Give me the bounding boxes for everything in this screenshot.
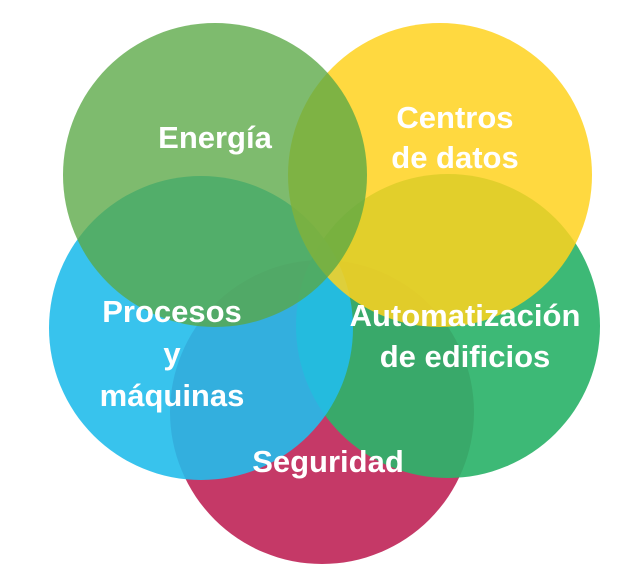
- procesos-label-line-3: máquinas: [100, 378, 245, 413]
- procesos-label-line-1: Procesos: [102, 294, 242, 329]
- seguridad-label: Seguridad: [252, 444, 404, 479]
- energia-circle: [63, 23, 367, 327]
- energia-label: Energía: [158, 120, 272, 155]
- automatizacion-label-line-1: Automatización: [350, 298, 581, 333]
- centros-label-line-2: de datos: [391, 140, 518, 175]
- centros-circle: [288, 23, 592, 327]
- procesos-label-line-2: y: [163, 336, 181, 371]
- automatizacion-label-line-2: de edificios: [380, 339, 551, 374]
- centros-label-line-1: Centros: [396, 100, 513, 135]
